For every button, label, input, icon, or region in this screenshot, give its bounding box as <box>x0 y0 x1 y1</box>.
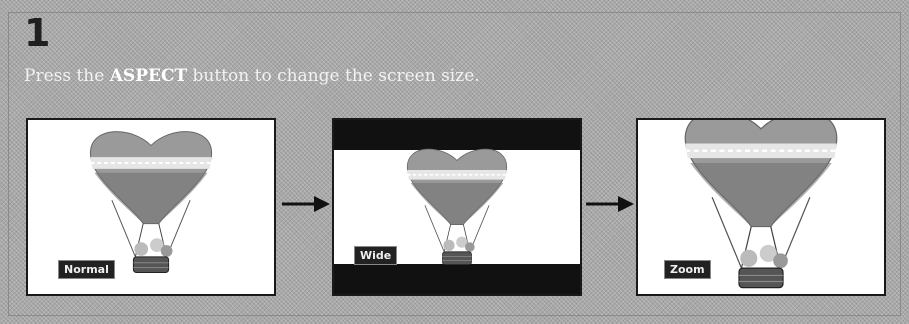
instruction-text: Press the ASPECT button to change the sc… <box>24 66 480 86</box>
mode-label-wide: Wide <box>354 246 397 265</box>
panel-wide: Wide <box>332 118 582 296</box>
instruction-before: Press the <box>24 66 110 86</box>
balloon-illustration-wide <box>334 120 580 294</box>
instruction-after: button to change the screen size. <box>187 66 480 86</box>
panel-normal: Normal <box>26 118 276 296</box>
aspect-button-name: ASPECT <box>110 66 187 86</box>
mode-label-zoom: Zoom <box>664 260 711 279</box>
panel-zoom: Zoom <box>636 118 886 296</box>
step-number: 1 <box>24 14 50 52</box>
arrow-right-icon <box>584 194 636 214</box>
mode-label-normal: Normal <box>58 260 115 279</box>
arrow-right-icon <box>280 194 332 214</box>
